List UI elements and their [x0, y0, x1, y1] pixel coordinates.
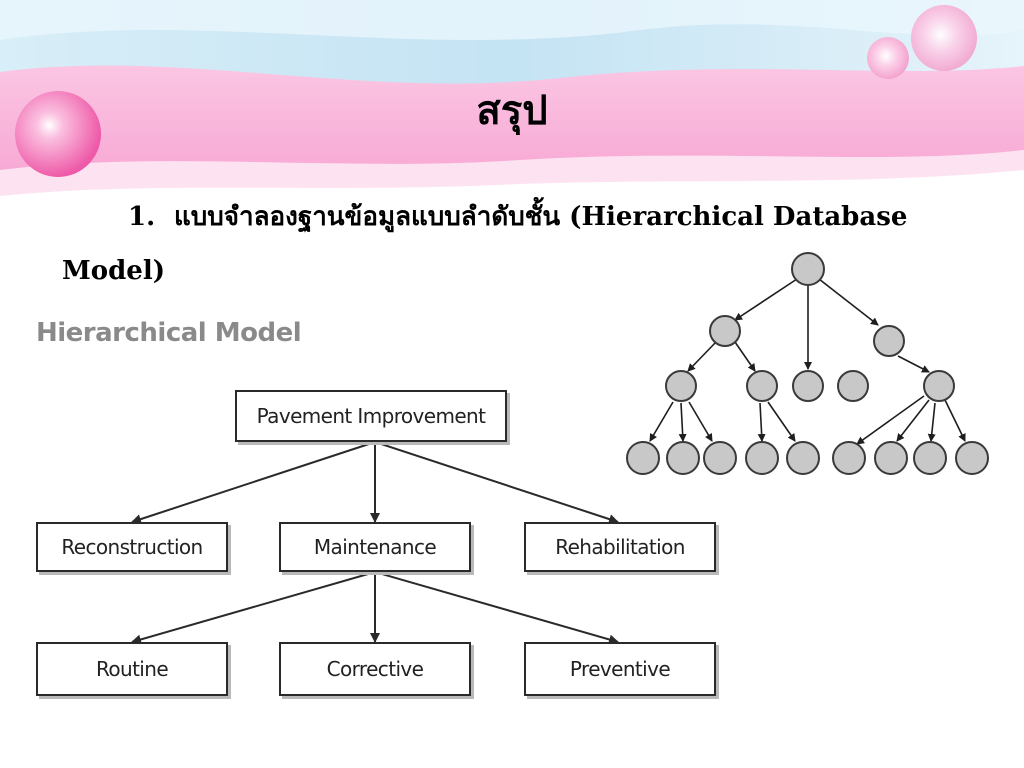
- bullet-item: 1. แบบจำลองฐานข้อมูลแบบลำดับชั้น (Hierarc…: [128, 196, 907, 237]
- tree-node: [792, 370, 824, 402]
- tree-node: [832, 441, 866, 475]
- bullet-text-continuation: Model): [62, 256, 166, 286]
- arrow-maintenance-to-routine: [131, 571, 376, 645]
- tree-node: [955, 441, 989, 475]
- diagram-caption: Hierarchical Model: [36, 318, 302, 348]
- tree-node: [745, 441, 779, 475]
- tree-edge: [944, 399, 966, 442]
- node-routine: Routine: [36, 642, 228, 696]
- node-reconstruction: Reconstruction: [36, 522, 228, 572]
- tree-node: [874, 441, 908, 475]
- tree-edge: [734, 278, 798, 321]
- tree-edge: [649, 401, 674, 442]
- arrow-root-to-reconstruction: [131, 441, 376, 524]
- tree-node: [791, 252, 825, 286]
- tree-edge: [897, 355, 930, 373]
- node-corrective: Corrective: [279, 642, 471, 696]
- bullet-number: 1.: [128, 202, 156, 232]
- tree-edge: [927, 402, 936, 442]
- tree-node: [626, 441, 660, 475]
- tree-node: [666, 441, 700, 475]
- tree-edge: [687, 341, 717, 372]
- tree-edge: [856, 395, 925, 445]
- tree-node: [665, 370, 697, 402]
- tree-edge: [678, 402, 687, 442]
- header-background: [0, 0, 1024, 196]
- tree-edge: [818, 278, 879, 326]
- tree-node: [873, 325, 905, 357]
- node-preventive: Preventive: [524, 642, 716, 696]
- node-pavement-improvement: Pavement Improvement: [235, 390, 507, 442]
- tree-node: [746, 370, 778, 402]
- bubble-decoration: [15, 91, 101, 177]
- arrow-maintenance-to-preventive: [374, 571, 619, 645]
- node-maintenance: Maintenance: [279, 522, 471, 572]
- tree-edge: [688, 401, 713, 442]
- tree-node: [837, 370, 869, 402]
- slide-title: สรุป: [476, 87, 548, 134]
- tree-edge: [896, 399, 930, 442]
- arrow-root-to-rehabilitation: [374, 441, 619, 524]
- tree-node: [923, 370, 955, 402]
- tree-node: [709, 315, 741, 347]
- tree-edge: [734, 341, 756, 372]
- node-rehabilitation: Rehabilitation: [524, 522, 716, 572]
- bullet-text: แบบจำลองฐานข้อมูลแบบลำดับชั้น (Hierarchi…: [174, 202, 908, 232]
- tree-node: [703, 441, 737, 475]
- tree-edge: [767, 401, 796, 442]
- tree-node: [913, 441, 947, 475]
- tree-edge: [757, 402, 766, 442]
- tree-node: [786, 441, 820, 475]
